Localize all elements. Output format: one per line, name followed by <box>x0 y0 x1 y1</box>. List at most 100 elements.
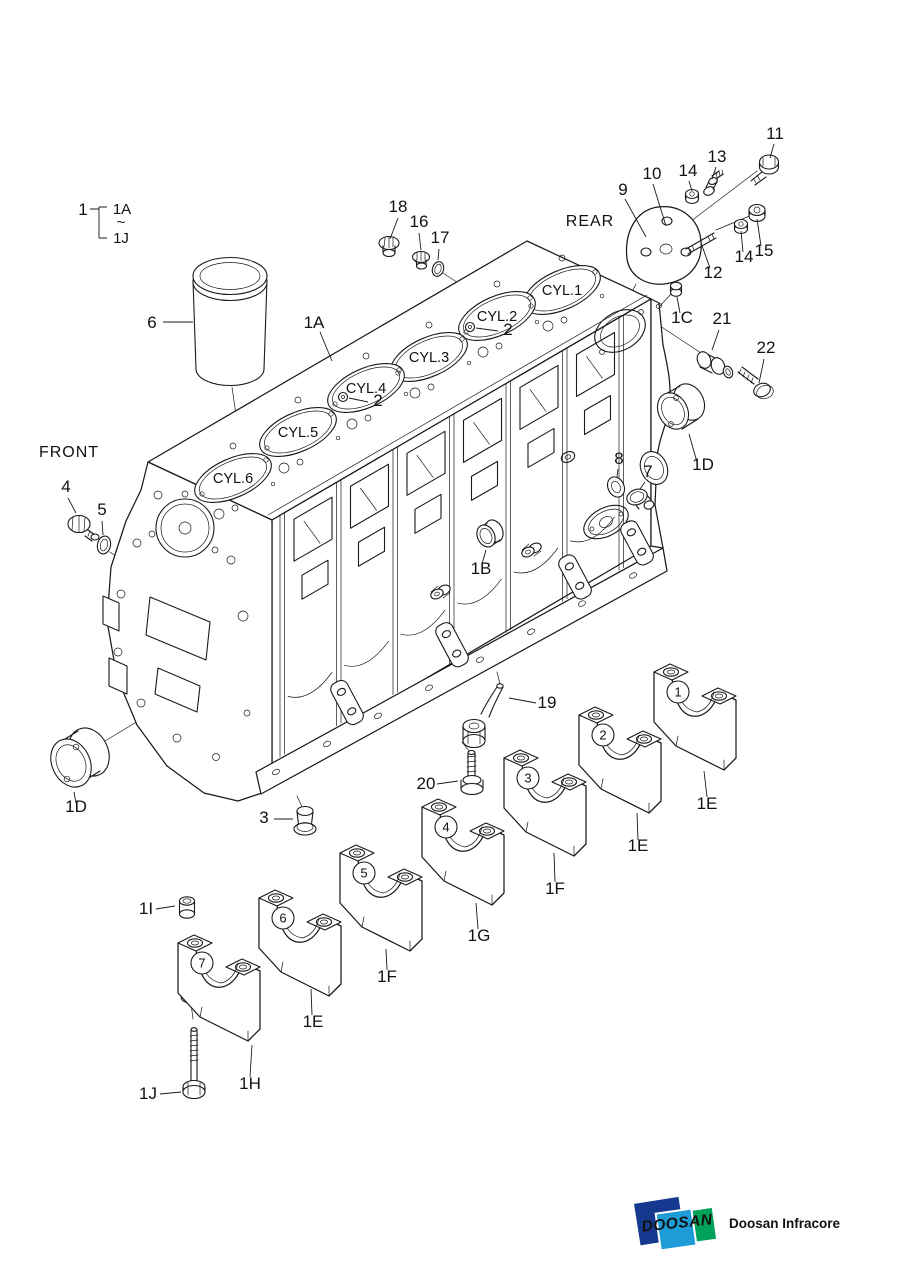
callout-1a: 1A <box>304 313 325 332</box>
water-jacket-arches <box>287 516 615 698</box>
callout-1c: 1C <box>671 308 693 327</box>
cap-number-5: 5 <box>360 866 367 881</box>
part-13-fitting <box>703 169 724 196</box>
cap-number-circle <box>352 861 376 885</box>
deck-hole <box>403 391 409 397</box>
deck-hole <box>328 411 334 417</box>
deck-hole <box>528 303 534 309</box>
deck-hole <box>263 457 269 463</box>
part-21-bushing <box>696 351 734 379</box>
cylinder-bore-1: CYL.1 <box>523 265 601 315</box>
part-1j-bolt <box>182 1027 206 1100</box>
core-window-lower <box>414 493 442 534</box>
cap-label-leader <box>636 812 639 841</box>
cylinder-label-1: CYL.1 <box>542 283 582 299</box>
block-front-face <box>106 461 273 802</box>
main-bearing-caps: 11E 21E 31F <box>177 663 737 1093</box>
bracket-tab <box>435 622 469 668</box>
callout-7: 7 <box>643 462 652 481</box>
callout-12: 12 <box>704 263 723 282</box>
part-14-nut-b <box>733 218 749 235</box>
callout-16: 16 <box>410 212 429 231</box>
callout-2b: 2 <box>503 320 512 339</box>
window-detail <box>360 487 377 511</box>
callout-1d-rear: 1D <box>692 455 714 474</box>
part-14-nut-a <box>684 188 700 205</box>
callout-2a: 2 <box>373 391 382 410</box>
deck-hole <box>459 336 465 342</box>
part-15-nut <box>748 203 766 223</box>
callout-11: 11 <box>766 124 784 143</box>
cap-number-6: 6 <box>279 911 286 926</box>
legend-item-number: 1 <box>78 200 87 219</box>
callout-8: 8 <box>614 449 623 468</box>
deck-hole <box>294 396 302 404</box>
deck-hole <box>362 352 370 360</box>
callout-1b: 1B <box>471 559 492 578</box>
deck-hole <box>542 320 554 332</box>
callout-14a: 14 <box>679 161 698 180</box>
rail-bolt-hole <box>272 768 280 776</box>
cap-label-leader <box>385 948 388 971</box>
cap-label-leader <box>703 770 708 798</box>
deck-plug-2a <box>337 391 349 403</box>
side-boss <box>430 584 451 600</box>
deck-hole <box>213 508 225 520</box>
callout-10: 10 <box>643 164 662 183</box>
part-18-plug <box>378 235 400 258</box>
deck-hole <box>409 387 421 399</box>
deck-hole <box>199 491 205 497</box>
legend-range-start: 1A <box>113 201 131 218</box>
callout-9: 9 <box>618 180 627 199</box>
side-windows <box>293 331 616 600</box>
rail-bolt-hole <box>578 600 586 607</box>
water-pump-pad <box>583 504 629 540</box>
cylinder-bore-6: CYL.6 <box>194 453 272 503</box>
callout-cap-5: 1F <box>377 967 397 986</box>
deck-hole <box>364 414 372 422</box>
cap-number-3: 3 <box>524 771 531 786</box>
bearing-cap-2: 2 <box>578 706 662 814</box>
part-8-washer <box>606 476 626 498</box>
deck-hole <box>527 295 533 301</box>
rail-bolt-hole <box>425 684 433 691</box>
window-detail <box>529 389 547 412</box>
deck-hole <box>335 435 341 441</box>
core-window-lower <box>583 394 612 436</box>
rail-bolt-hole <box>476 656 484 663</box>
cap-number-7: 7 <box>198 956 205 971</box>
core-window-lower <box>527 427 555 468</box>
part-16-plug <box>411 250 431 270</box>
part-11-bolt <box>750 154 780 186</box>
deck-hole <box>332 401 338 407</box>
part-19-elbow-fitting <box>462 683 504 749</box>
bearing-cap-3: 3 <box>503 749 587 857</box>
callout-1d-front: 1D <box>65 797 87 816</box>
deck-hole <box>427 383 435 391</box>
part-3-cup-plug <box>293 805 317 836</box>
callout-15: 15 <box>755 241 774 260</box>
deck-hole <box>396 367 402 373</box>
bearing-cap-5: 5 <box>339 844 423 952</box>
callout-cap-7: 1H <box>239 1074 261 1093</box>
water-jacket-arch <box>287 672 333 698</box>
part-22-bolt <box>737 366 774 400</box>
rail-brackets <box>330 520 654 726</box>
deck-hole <box>425 321 433 329</box>
deck-hole <box>592 269 598 275</box>
deck-hole <box>346 418 358 430</box>
callout-1i: 1I <box>139 899 153 918</box>
callout-20: 20 <box>417 774 436 793</box>
deck-plug-2b <box>464 321 476 333</box>
callout-cap-4: 1G <box>468 926 491 945</box>
deck-hole <box>534 319 540 325</box>
logo-square-blue <box>654 1207 698 1252</box>
side-bosses <box>430 542 542 600</box>
cylinder-label-2: CYL.2 <box>477 309 517 325</box>
cap-label-leader <box>249 1044 253 1078</box>
callout-cap-1: 1E <box>697 794 718 813</box>
bracket-tab <box>558 554 592 600</box>
core-window-lower <box>357 526 386 567</box>
part-6-cylinder-liner <box>192 256 268 387</box>
side-boss <box>521 542 542 558</box>
